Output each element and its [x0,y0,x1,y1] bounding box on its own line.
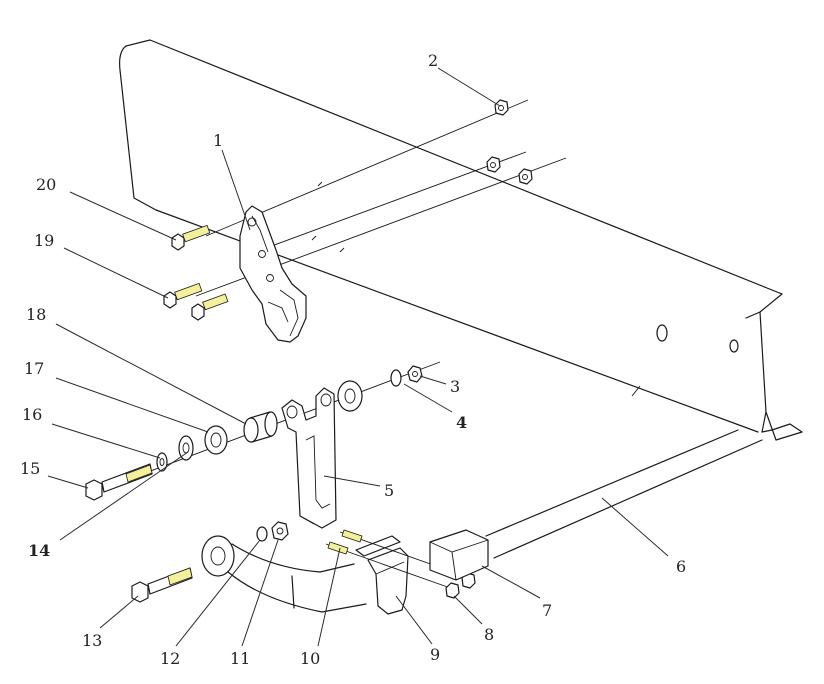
callout-6: 6 [676,557,686,576]
callout-15: 15 [20,459,40,478]
frame-hole-icon [656,324,668,342]
callout-2: 2 [428,51,438,70]
callout-18: 18 [26,305,46,324]
frame-rail [119,39,803,441]
bolt-20 [171,224,211,251]
washer-12 [256,526,268,542]
bolt-15 [85,463,153,501]
bracket-1 [239,205,307,343]
callout-4: 4 [456,413,467,432]
callout-8: 8 [484,625,494,644]
block-7 [429,529,489,581]
callout-10: 10 [300,649,320,668]
nut-11 [271,521,289,541]
nut-upper-right-2 [518,168,533,185]
nut-3 [407,365,423,383]
washer-4 [390,369,402,387]
callout-13: 13 [82,631,102,650]
nut-8 [445,572,476,599]
callout-16: 16 [22,405,42,424]
callout-5: 5 [384,481,394,500]
u-clamp-9 [355,535,409,615]
washer-16 [156,452,168,472]
nut-2 [494,99,509,116]
rod [485,429,763,559]
callout-3: 3 [450,377,460,396]
callout-20: 20 [36,175,56,194]
callouts: 1 2 3 4 5 6 7 8 9 10 11 12 13 14 15 16 1… [20,51,686,668]
callout-9: 9 [430,645,440,664]
leader-lines [47,67,669,647]
callout-7: 7 [542,601,552,620]
callout-19: 19 [34,231,54,250]
callout-11: 11 [230,649,250,668]
sleeve-18 [243,411,278,443]
washer-14 [178,435,194,461]
callout-14: 14 [28,541,50,560]
frame-hole-icon [729,339,739,353]
bolt-lower [191,293,229,321]
bolt-19 [163,282,203,309]
callout-1: 1 [213,131,223,150]
shackle-5 [281,387,337,529]
lower-arm [201,535,367,613]
bushing-17 [204,425,228,455]
bushing-shackle-right [337,380,363,412]
bolt-13 [131,567,193,603]
nut-upper-right [486,156,501,173]
callout-17: 17 [24,359,44,378]
callout-12: 12 [160,649,180,668]
